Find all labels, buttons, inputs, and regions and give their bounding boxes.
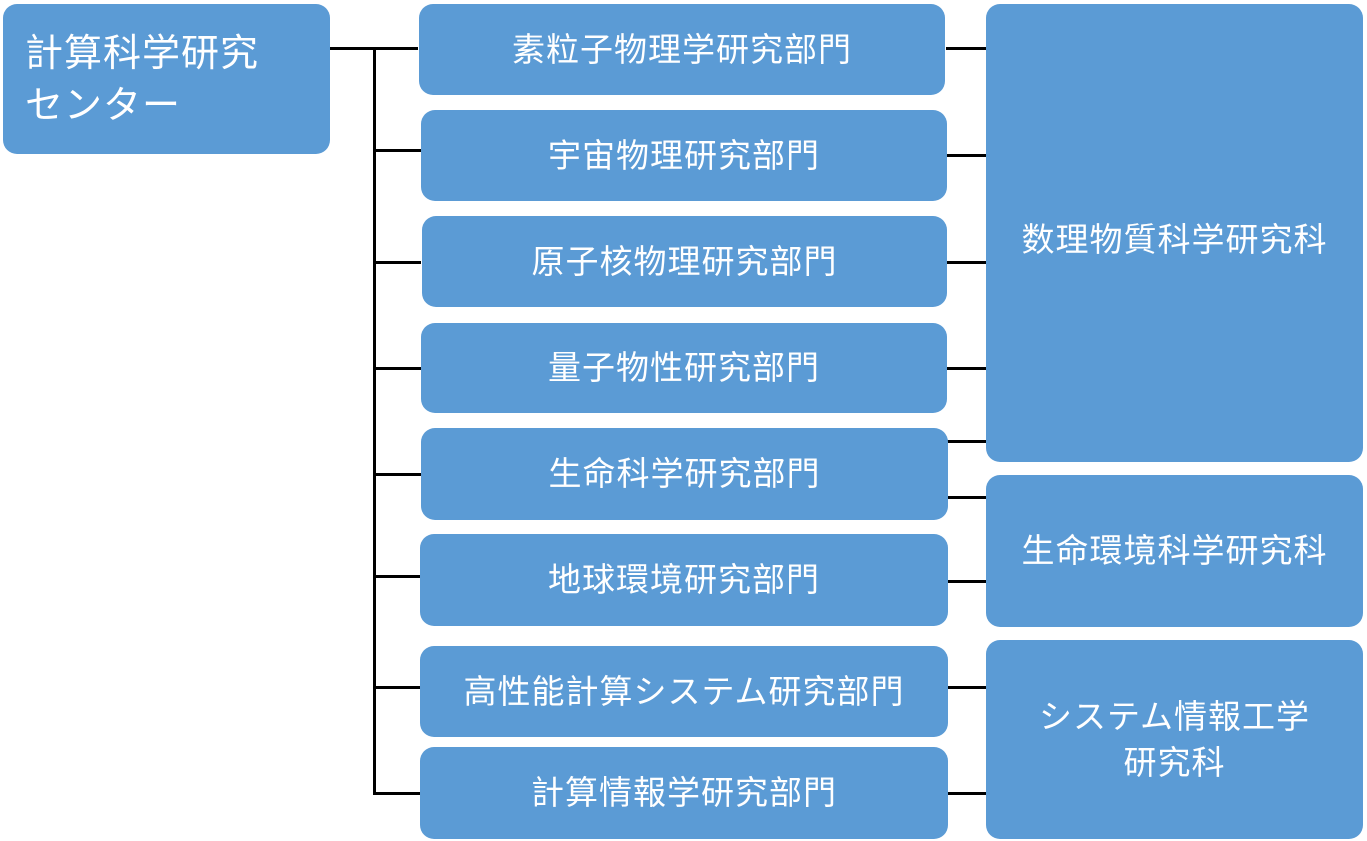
connector-branch-2 — [373, 261, 421, 264]
connector-dept-school-2 — [946, 154, 986, 157]
department-label: 宇宙物理研究部門 — [548, 135, 820, 175]
graduate-school-box: システム情報工学 研究科 — [986, 640, 1363, 839]
graduate-school-box: 生命環境科学研究科 — [986, 475, 1363, 627]
graduate-school-label: 生命環境科学研究科 — [1021, 531, 1328, 570]
department-label: 量子物性研究部門 — [548, 348, 820, 387]
department-box: 原子核物理研究部門 — [422, 216, 947, 307]
department-label: 高性能計算システム研究部門 — [463, 671, 905, 711]
department-label: 原子核物理研究部門 — [531, 241, 838, 281]
connector-dept-school-3 — [946, 261, 986, 264]
department-box: 高性能計算システム研究部門 — [420, 646, 948, 737]
department-box: 量子物性研究部門 — [421, 323, 947, 413]
connector-dept-school-5 — [946, 440, 986, 443]
department-label: 生命科学研究部門 — [548, 454, 821, 493]
connector-branch-7 — [373, 792, 421, 795]
connector-dept-school-7 — [946, 580, 986, 583]
root-label-line-2: センター — [25, 83, 182, 127]
connector-dept-school-4 — [946, 367, 986, 370]
connector-dept-school-6 — [946, 496, 986, 499]
connector-branch-4 — [373, 473, 421, 476]
graduate-school-label-line-2: 研究科 — [1123, 742, 1226, 782]
root-box-computational-sciences-center: 計算科学研究 センター — [3, 4, 330, 154]
connector-dept-school-8 — [946, 686, 986, 689]
connector-dept-school-9 — [946, 792, 986, 795]
connector-branch-6 — [373, 686, 421, 689]
department-box: 素粒子物理学研究部門 — [419, 4, 945, 95]
department-box: 計算情報学研究部門 — [420, 747, 948, 839]
graduate-school-box: 数理物質科学研究科 — [986, 4, 1363, 462]
department-label: 地球環境研究部門 — [548, 560, 820, 599]
graduate-school-label-line-1: システム情報工学 — [1038, 696, 1310, 736]
connector-trunk — [373, 47, 376, 795]
department-box: 地球環境研究部門 — [420, 534, 948, 626]
connector-branch-3 — [373, 367, 421, 370]
connector-dept-school-1 — [946, 47, 986, 50]
root-label-line-1: 計算科学研究 — [25, 31, 260, 75]
department-box: 生命科学研究部門 — [421, 428, 948, 520]
graduate-school-label: 数理物質科学研究科 — [1021, 220, 1328, 259]
connector-branch-5 — [373, 575, 421, 578]
department-label: 素粒子物理学研究部門 — [512, 29, 852, 69]
department-label: 計算情報学研究部門 — [531, 773, 837, 812]
department-box: 宇宙物理研究部門 — [421, 110, 947, 201]
connector-branch-1 — [373, 149, 421, 152]
